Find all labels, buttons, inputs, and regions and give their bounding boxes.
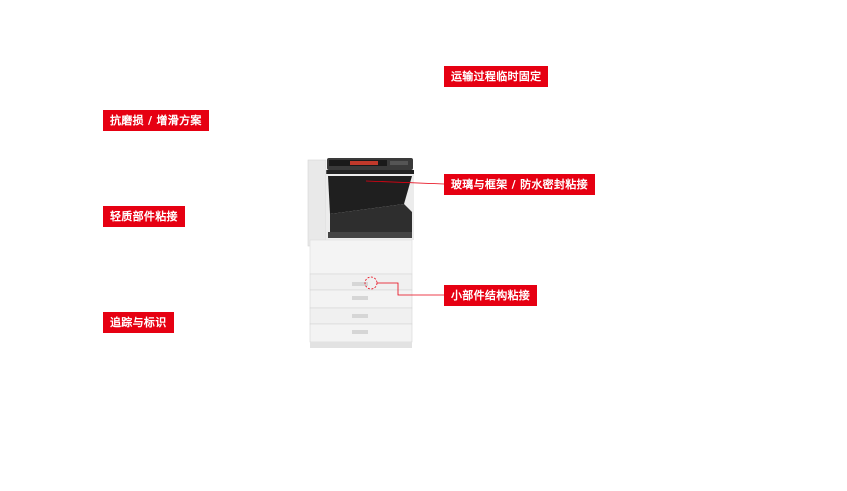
callout-line-glass [365, 180, 445, 185]
printer-output-tray [326, 174, 414, 240]
label-lightweight-bonding[interactable]: 轻质部件粘接 [103, 206, 185, 227]
callout-line-small [377, 282, 444, 296]
printer-side-panel [307, 159, 327, 247]
printer-base [310, 342, 412, 348]
label-glass-frame-sealing[interactable]: 玻璃与框架 / 防水密封粘接 [444, 174, 595, 195]
label-transport-fixing[interactable]: 运输过程临时固定 [444, 66, 549, 87]
paper-trays [309, 273, 413, 343]
label-small-part-bonding[interactable]: 小部件结构粘接 [444, 285, 538, 306]
label-tracking-identification[interactable]: 追踪与标识 [103, 312, 174, 333]
printer-body [309, 239, 413, 275]
printer-scanner-unit [326, 158, 414, 174]
label-anti-wear[interactable]: 抗磨损 / 增滑方案 [103, 110, 209, 131]
